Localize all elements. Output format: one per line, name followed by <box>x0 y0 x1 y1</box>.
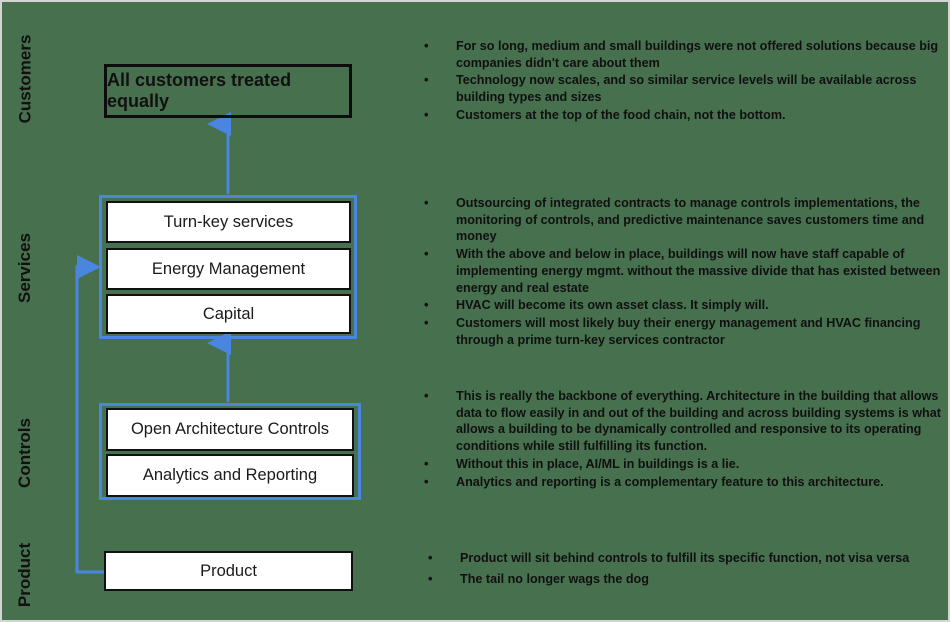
bullet-item: Without this in place, AI/ML in building… <box>416 455 946 473</box>
bullet-item: Product will sit behind controls to fulf… <box>416 549 946 567</box>
bullet-list-product: Product will sit behind controls to fulf… <box>416 549 946 591</box>
box-product[interactable]: Product <box>104 551 353 591</box>
bullet-item: Technology now scales, and so similar se… <box>416 71 946 105</box>
box-open-architecture-controls[interactable]: Open Architecture Controls <box>106 408 354 451</box>
side-label-product: Product <box>2 527 48 620</box>
side-label-controls: Controls <box>2 398 48 508</box>
side-label-controls-text: Controls <box>15 418 35 488</box>
bullet-item: For so long, medium and small buildings … <box>416 37 946 71</box>
side-label-services: Services <box>2 198 48 338</box>
bullet-item: Customers at the top of the food chain, … <box>416 106 946 124</box>
bullet-item: This is really the backbone of everythin… <box>416 387 946 455</box>
box-turnkey-label: Turn-key services <box>163 212 294 231</box>
side-label-customers-text: Customers <box>15 34 34 124</box>
box-customers-label: All customers treated equally <box>107 70 292 111</box>
box-analytics-label: Analytics and Reporting <box>142 466 318 484</box>
bullet-item: Analytics and reporting is a complementa… <box>416 473 946 491</box>
bullet-item: Outsourcing of integrated contracts to m… <box>416 194 946 245</box>
side-label-services-text: Services <box>15 233 35 303</box>
box-turn-key-services[interactable]: Turn-key services <box>106 201 351 243</box>
group-controls <box>99 403 361 500</box>
bullet-list-services: Outsourcing of integrated contracts to m… <box>416 194 946 350</box>
bullet-item: The tail no longer wags the dog <box>416 570 946 588</box>
box-capital-label: Capital <box>202 304 255 323</box>
bullet-list-customers: For so long, medium and small buildings … <box>416 37 946 125</box>
side-label-customers: Customers <box>2 20 48 138</box>
box-capital[interactable]: Capital <box>106 294 351 334</box>
bullet-item: With the above and below in place, build… <box>416 245 946 296</box>
side-label-product-text: Product <box>15 542 35 607</box>
bullet-item: HVAC will become its own asset class. It… <box>416 296 946 314</box>
bullet-list-controls: This is really the backbone of everythin… <box>416 387 946 491</box>
bullet-item: Customers will most likely buy their ene… <box>416 314 946 348</box>
group-services <box>99 195 357 339</box>
box-openarch-label: Open Architecture Controls <box>130 420 330 438</box>
box-analytics-and-reporting[interactable]: Analytics and Reporting <box>106 454 354 497</box>
box-energy-management[interactable]: Energy Management <box>106 248 351 290</box>
box-all-customers-treated-equally[interactable]: All customers treated equally <box>104 64 352 118</box>
box-energy-label: Energy Management <box>151 259 306 278</box>
box-product-label: Product <box>200 561 257 580</box>
